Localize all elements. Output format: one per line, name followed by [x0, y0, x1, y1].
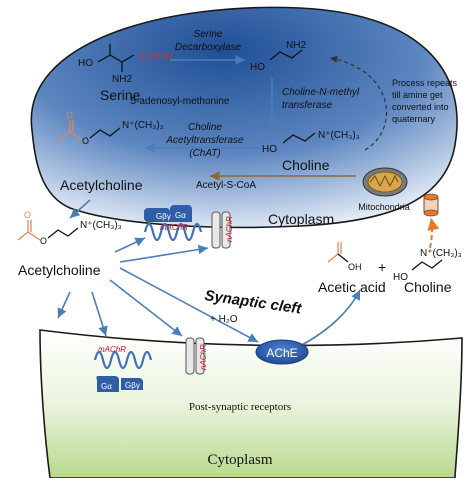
serine-decarboxylase-line1: Serine [194, 29, 223, 40]
acetylcholine-mid-label: Acetylcholine [18, 262, 101, 278]
adenosyl-methionine-label: 5-adenosyl-methonine [131, 96, 230, 107]
mitochondria-icon [362, 167, 408, 197]
serine-cooh: COOH [140, 51, 173, 63]
postsynaptic-cell [39, 329, 463, 478]
cytoplasm-bottom-label: Cytoplasm [207, 452, 272, 468]
nachr-top-receptor [211, 211, 231, 249]
acetic-acid-oh: OH [348, 262, 362, 272]
choline-top-n: N⁺(CH₃)₃ [318, 130, 360, 141]
arrow-ach-to-presynaptic-machr [114, 237, 146, 253]
serine-nh2: NH2 [112, 74, 132, 85]
g-alpha-bottom-label: Gα [101, 382, 112, 391]
ache-label: AChE [266, 346, 297, 360]
arrow-ach-diffusion [57, 291, 71, 319]
acetic-acid-structure: OH [327, 242, 362, 272]
choline-transporter-icon [423, 193, 439, 217]
acetylcholine-top-o: O [66, 110, 73, 120]
chat-line3: (ChAT) [189, 148, 220, 159]
acetylcholine-mid-ester-o: O [40, 236, 47, 246]
choline-top-label: Choline [282, 157, 330, 173]
process-repeat-dashed-arrow [329, 55, 388, 151]
acetylcholine-structure-top: O O N⁺(CH₃)₃ [57, 110, 164, 146]
arrow-ache-to-products [299, 289, 361, 347]
choline-top-ho: HO [262, 144, 277, 155]
arrow-ach-to-post-nachr [109, 279, 183, 337]
choline-right-label: Choline [404, 279, 452, 295]
acetylcholine-structure-mid: O O N⁺(CH₃)₃ [17, 210, 122, 246]
ache-enzyme [255, 339, 309, 365]
process-note-line3: converted into [392, 102, 449, 112]
ethanolamine-nh2: NH2 [286, 40, 306, 51]
h2o-label: + H₂O [210, 314, 238, 325]
acetylcholine-top-label: Acetylcholine [60, 177, 143, 193]
nachr-bottom-receptor [185, 337, 205, 375]
choline-right-n: N⁺(CH₃)₃ [420, 248, 462, 259]
arrow-ach-to-post-machr [91, 291, 108, 337]
serine-ho: HO [78, 58, 93, 69]
machr-top-receptor [143, 222, 203, 242]
machr-bottom-receptor [93, 350, 153, 370]
chat-line2: Acetyltransferase [165, 135, 244, 146]
arrow-ach-to-ache [119, 267, 259, 343]
g-protein-bottom: Gα Gβγ [96, 376, 143, 392]
acetylcholine-mid-o: O [24, 210, 31, 220]
g-alpha-top-label: Gα [175, 211, 186, 220]
ethanolamine-structure: HO NH2 [250, 40, 306, 73]
g-beta-gamma-top-label: Gβγ [156, 212, 171, 221]
arrow-choline-reuptake [427, 217, 440, 249]
nachr-top-label: nAChR [225, 216, 234, 242]
presynaptic-cell [30, 6, 458, 229]
acetic-acid-label: Acetic acid [318, 279, 386, 295]
serine-decarboxylase-line2: Decarboxylase [175, 42, 242, 53]
process-note-line4: quaternary [392, 114, 436, 124]
machr-bottom-label: mAChR [98, 345, 126, 354]
process-note-line2: till amine get [392, 90, 443, 100]
machr-top-label: mAChR [160, 223, 188, 232]
cnmt-line1: Choline-N-methyl [282, 87, 360, 98]
plus-sign: + [378, 259, 386, 275]
choline-structure-top: HO N⁺(CH₃)₃ [262, 130, 360, 155]
nachr-bottom-label: nAChR [199, 344, 208, 370]
serine-structure: HO COOH NH2 [78, 44, 173, 85]
mitochondria-label: Mitochondria [358, 202, 410, 212]
choline-right-ho: HO [393, 272, 408, 283]
cytoplasm-top-label: Cytoplasm [268, 211, 334, 227]
acetyl-scoa-label: Acetyl-S-CoA [196, 180, 256, 191]
process-note-line1: Process repeats [392, 78, 458, 88]
cnmt-line2: transferase [282, 100, 332, 111]
acetylcholine-top-ester-o: O [82, 136, 89, 146]
choline-structure-right: HO N⁺(CH₃)₃ [393, 248, 462, 283]
g-protein-top: Gβγ Gα [144, 205, 192, 222]
arrow-acetylcholine-release [69, 199, 91, 219]
serine-label: Serine [100, 87, 141, 103]
post-synaptic-receptors-label: Post-synaptic receptors [189, 401, 291, 413]
chat-line1: Choline [188, 122, 222, 133]
ethanolamine-ho: HO [250, 62, 265, 73]
arrow-ach-to-presynaptic-nachr [119, 244, 209, 263]
acetylcholine-top-n: N⁺(CH₃)₃ [122, 120, 164, 131]
acetylcholine-mid-n: N⁺(CH₃)₃ [80, 220, 122, 231]
g-beta-gamma-bottom-label: Gβγ [125, 381, 140, 390]
